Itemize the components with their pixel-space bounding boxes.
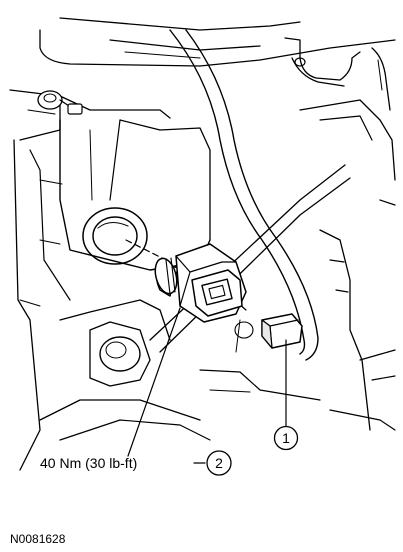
callout-1: 1 (273, 339, 299, 451)
callout-2-circle (206, 450, 232, 476)
callout-2: 40 Nm (30 lb-ft) 2 (40, 307, 232, 476)
torque-spec-label: 40 Nm (30 lb-ft) (40, 455, 137, 471)
electrical-connector (261, 313, 303, 349)
callout-1-number: 1 (282, 430, 290, 446)
sensor-component (154, 243, 247, 323)
callout-1-circle (273, 425, 299, 451)
figure-code: N0081628 (10, 532, 66, 546)
engine-structure (9, 17, 396, 471)
callout-2-number: 2 (215, 455, 223, 471)
